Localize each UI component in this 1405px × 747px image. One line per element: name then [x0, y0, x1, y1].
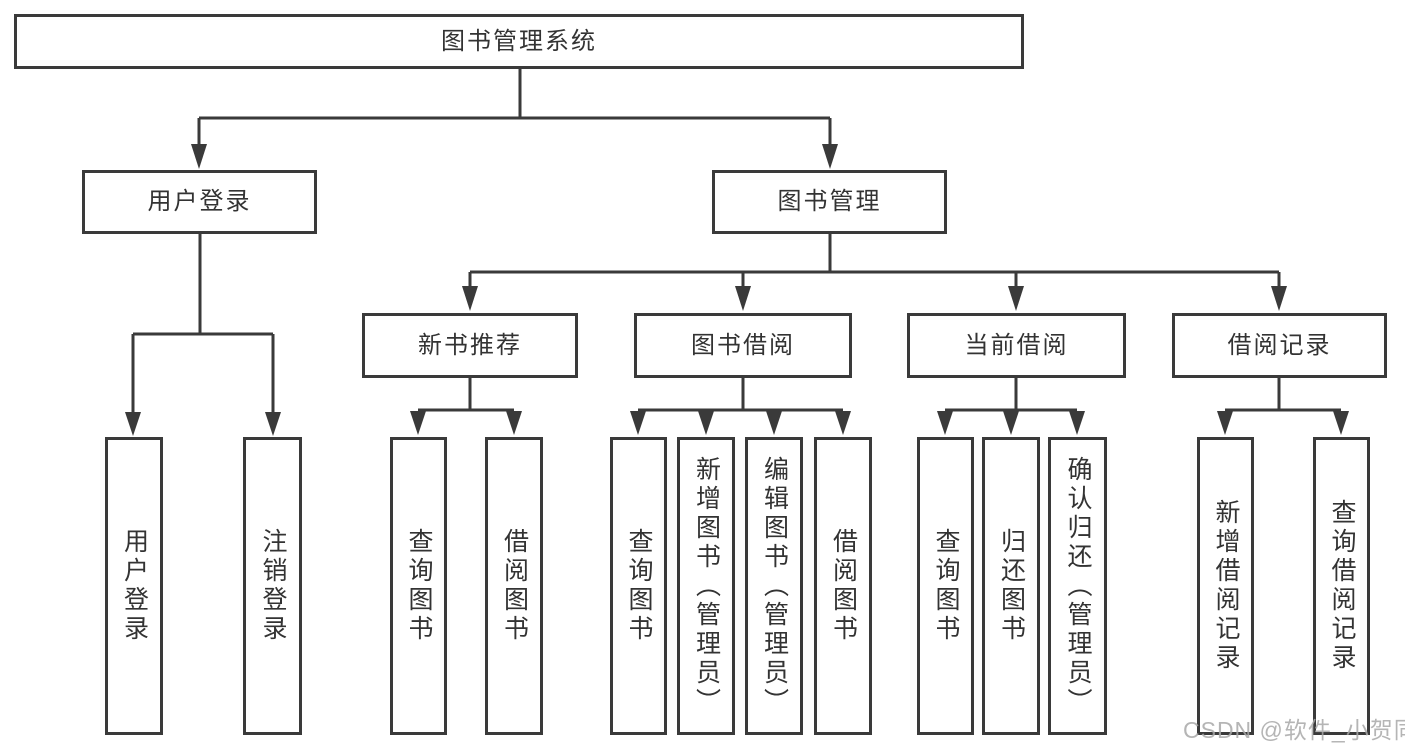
node-library-system: 图书管理系统 — [14, 14, 1024, 69]
leaf-label: 借阅图书 — [829, 528, 858, 644]
leaf-label: 注销登录 — [259, 528, 287, 644]
csdn-watermark: CSDN @软件_小贺同学 — [1183, 717, 1405, 743]
leaf-confirm-return-admin: 确认归还（管理员） — [1048, 437, 1107, 735]
leaf-query-books-borrow: 查询图书 — [610, 437, 667, 735]
leaf-label: 编辑图书（管理员） — [760, 455, 789, 717]
node-current-borrowing: 当前借阅 — [907, 313, 1126, 378]
leaf-query-books-recommend: 查询图书 — [390, 437, 447, 735]
node-label: 借阅记录 — [1227, 331, 1332, 359]
node-borrowing-records: 借阅记录 — [1172, 313, 1387, 378]
node-label: 图书借阅 — [691, 331, 795, 359]
leaf-label: 借阅图书 — [500, 528, 529, 644]
leaf-add-books-admin: 新增图书（管理员） — [677, 437, 735, 735]
leaf-logout: 注销登录 — [243, 437, 302, 735]
leaf-borrow-books-recommend: 借阅图书 — [485, 437, 543, 735]
leaf-query-books-current: 查询图书 — [917, 437, 974, 735]
leaf-label: 查询图书 — [625, 528, 653, 644]
leaf-label: 确认归还（管理员） — [1064, 455, 1092, 717]
leaf-label: 查询图书 — [405, 528, 433, 644]
arrowheads — [125, 144, 1349, 436]
leaf-edit-books-admin: 编辑图书（管理员） — [745, 437, 803, 735]
node-label: 图书管理 — [777, 188, 882, 215]
leaf-borrow-books: 借阅图书 — [814, 437, 872, 735]
leaf-label: 查询借阅记录 — [1328, 499, 1356, 673]
leaf-query-borrow-record: 查询借阅记录 — [1313, 437, 1370, 735]
node-label: 图书管理系统 — [441, 27, 597, 55]
node-label: 当前借阅 — [964, 331, 1069, 359]
leaf-label: 新增借阅记录 — [1212, 499, 1240, 673]
node-label: 用户登录 — [147, 188, 252, 215]
node-book-management: 图书管理 — [712, 170, 947, 234]
node-label: 新书推荐 — [418, 331, 522, 359]
node-user-login: 用户登录 — [82, 170, 317, 234]
node-book-borrowing: 图书借阅 — [634, 313, 852, 378]
leaf-label: 归还图书 — [997, 528, 1026, 644]
leaf-add-borrow-record: 新增借阅记录 — [1197, 437, 1254, 735]
leaf-label: 查询图书 — [932, 528, 960, 644]
node-new-book-recommend: 新书推荐 — [362, 313, 578, 378]
leaf-user-login: 用户登录 — [105, 437, 163, 735]
leaf-label: 用户登录 — [120, 528, 149, 644]
leaf-label: 新增图书（管理员） — [692, 455, 721, 717]
leaf-return-books: 归还图书 — [982, 437, 1040, 735]
